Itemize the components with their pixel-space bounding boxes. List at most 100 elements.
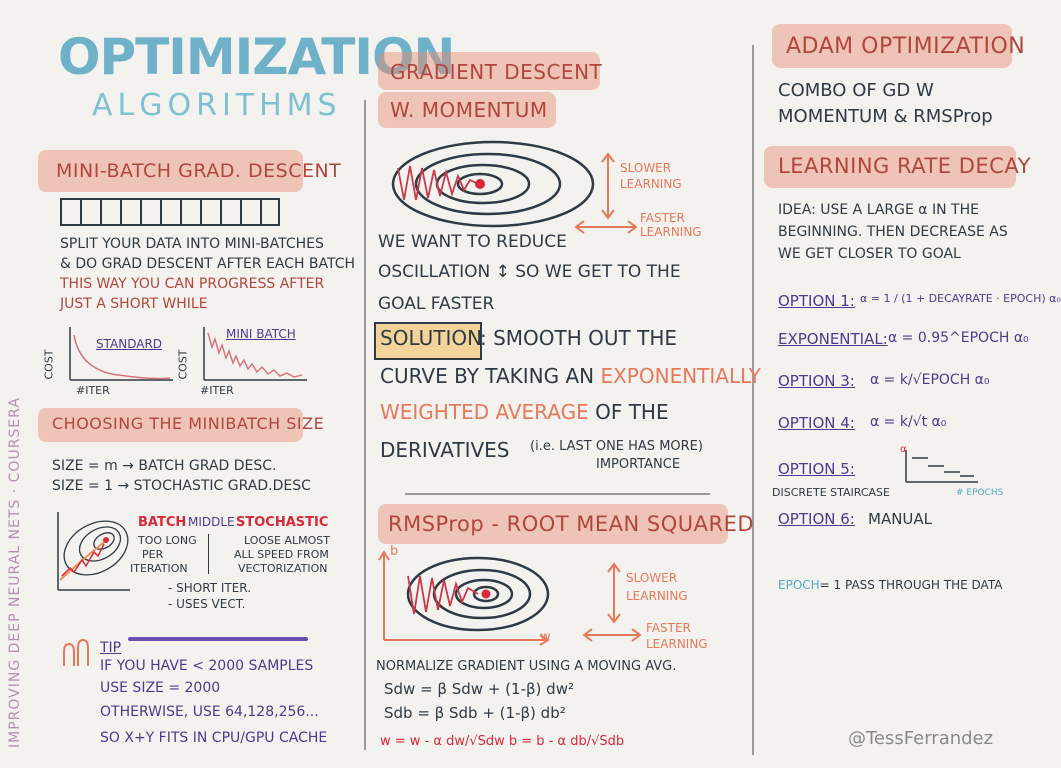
rmsprop-eq-3: w = w - α dw/√Sdw b = b - α db/√Sdb	[380, 734, 625, 749]
epoch-definition: EPOCH= 1 PASS THROUGH THE DATA	[778, 578, 1002, 592]
faster-learning-1: FASTER	[640, 211, 685, 225]
axis-w-label: w	[540, 630, 551, 645]
signature: @TessFerrandez	[848, 728, 994, 749]
rmsprop-vertical-arrow-icon	[607, 562, 621, 624]
rms-slower-learning-1: SLOWER	[626, 571, 678, 585]
batch-size-contour-diagram	[57, 512, 130, 591]
solution-line-2: CURVE BY TAKING AN EXPONENTIALLY	[380, 366, 761, 387]
momentum-line-2: OSCILLATION ↕ SO WE GET TO THE	[378, 262, 681, 282]
option-exp-label: EXPONENTIAL:	[778, 330, 888, 348]
middle-note-1: - SHORT ITER.	[168, 581, 252, 595]
batch-note-3: ITERATION	[130, 562, 188, 575]
batch-note-1: TOO LONG	[138, 534, 197, 547]
minibatch-cost-plot	[203, 327, 307, 381]
rmsprop-horizontal-arrow-icon	[582, 628, 642, 642]
option-3-label: OPTION 3:	[778, 372, 855, 390]
label-middle: MIDDLE	[188, 515, 235, 529]
decay-idea-3: WE GET CLOSER TO GOAL	[778, 246, 961, 262]
lightbulb-icon	[63, 638, 89, 666]
rmsprop-heading: RMSProp - ROOT MEAN SQUARED	[388, 512, 755, 536]
momentum-heading-2: W. MOMENTUM	[390, 98, 548, 122]
solution-line-3b: OF THE	[588, 400, 669, 424]
standard-plot-xlabel: #ITER	[76, 384, 110, 397]
minibatch-red-line-2: JUST A SHORT WHILE	[60, 296, 208, 312]
decay-idea-2: BEGINNING. THEN DECREASE AS	[778, 224, 1008, 240]
adam-line-2: MOMENTUM & RMSProp	[778, 106, 993, 127]
label-batch: BATCH	[138, 515, 187, 530]
standard-cost-plot	[69, 327, 173, 381]
rmsprop-contour-plot	[378, 550, 550, 646]
minibatch-plot-xlabel: #ITER	[200, 384, 234, 397]
slower-learning-2: LEARNING	[620, 177, 682, 191]
minibatch-heading: MINI-BATCH GRAD. DESCENT	[56, 160, 342, 182]
horizontal-arrow-icon	[574, 220, 638, 234]
rmsprop-eq-1: Sdw = β Sdw + (1-β) dw²	[384, 680, 574, 698]
rmsprop-normalize: NORMALIZE GRADIENT USING A MOVING AVG.	[376, 659, 677, 674]
column-divider-right	[752, 45, 754, 755]
option-4-formula: α = k/√t α₀	[870, 414, 947, 430]
tip-underline	[128, 637, 308, 641]
tip-line-1: IF YOU HAVE < 2000 SAMPLES	[100, 658, 314, 674]
option-1-formula: α = 1 / (1 + DECAYRATE · EPOCH) α₀	[860, 292, 1061, 305]
adam-line-1: COMBO OF GD W	[778, 80, 934, 101]
solution-line-3a: WEIGHTED AVERAGE	[380, 400, 589, 424]
decay-idea-1: IDEA: USE A LARGE α IN THE	[778, 202, 979, 218]
rms-faster-learning-1: FASTER	[646, 621, 691, 635]
side-caption: IMPROVING DEEP NEURAL NETS · COURSERA	[7, 397, 23, 748]
decay-heading: LEARNING RATE DECAY	[778, 154, 1031, 178]
momentum-line-3: GOAL FASTER	[378, 294, 495, 314]
solution-text: : SMOOTH OUT THE	[480, 326, 677, 350]
choosing-line-1: SIZE = m → BATCH GRAD DESC.	[52, 458, 277, 474]
staircase-ylabel: α	[900, 444, 907, 455]
page-title: OPTIMIZATION	[58, 28, 455, 86]
option-exp-formula: α = 0.95^EPOCH α₀	[888, 330, 1029, 346]
solution-note-2: IMPORTANCE	[596, 457, 681, 472]
solution-line-4: DERIVATIVES	[380, 438, 510, 462]
solution-note-1: (i.e. LAST ONE HAS MORE)	[530, 439, 703, 454]
option-5-formula: DISCRETE STAIRCASE	[772, 486, 890, 499]
label-stochastic: STOCHASTIC	[236, 515, 329, 530]
solution-line-3: WEIGHTED AVERAGE OF THE	[380, 402, 669, 423]
option-1-label: OPTION 1:	[778, 292, 855, 310]
stochastic-note-2: ALL SPEED FROM	[234, 548, 329, 561]
rms-faster-learning-2: LEARNING	[646, 637, 708, 651]
faster-learning-2: LEARNING	[640, 225, 702, 239]
epoch-def-text: = 1 PASS THROUGH THE DATA	[819, 578, 1003, 592]
choosing-heading: CHOOSING THE MINIBATCH SIZE	[52, 414, 325, 433]
vertical-arrow-icon	[601, 152, 615, 220]
minibatch-line-1: SPLIT YOUR DATA INTO MINI-BATCHES	[60, 236, 324, 252]
minibatch-plot-label: MINI BATCH	[226, 327, 296, 341]
column-divider-left	[364, 100, 366, 750]
momentum-line-1: WE WANT TO REDUCE	[378, 232, 567, 252]
staircase-chart	[905, 450, 978, 483]
momentum-contour-plot	[391, 140, 595, 228]
rms-slower-learning-2: LEARNING	[626, 589, 688, 603]
option-5-label: OPTION 5:	[778, 460, 855, 478]
tip-line-3: OTHERWISE, USE 64,128,256...	[100, 704, 319, 720]
momentum-heading-1: GRADIENT DESCENT	[390, 60, 603, 84]
standard-plot-label: STANDARD	[96, 337, 163, 351]
batch-note-2: PER	[142, 548, 164, 561]
middle-note-2: - USES VECT.	[168, 597, 246, 611]
option-6-formula: MANUAL	[868, 510, 933, 528]
stochastic-note-3: VECTORIZATION	[238, 562, 328, 575]
tip-line-2: USE SIZE = 2000	[100, 680, 221, 696]
axis-b-label: b	[390, 544, 399, 559]
solution-box	[374, 322, 482, 360]
minibatch-red-line-1: THIS WAY YOU CAN PROGRESS AFTER	[60, 276, 325, 292]
rmsprop-eq-2: Sdb = β Sdb + (1-β) db²	[384, 704, 566, 722]
slower-learning-1: SLOWER	[620, 161, 672, 175]
minibatch-boxes	[60, 198, 280, 226]
tip-label: TIP	[100, 640, 122, 656]
solution-label: SOLUTION	[380, 326, 483, 350]
epoch-word: EPOCH	[778, 578, 820, 592]
solution-line-2a: CURVE BY TAKING AN	[380, 364, 601, 388]
minibatch-line-2: & DO GRAD DESCENT AFTER EACH BATCH	[60, 256, 356, 272]
minibatch-plot-ylabel: COST	[176, 349, 190, 380]
staircase-xlabel: # EPOCHS	[956, 488, 1004, 498]
standard-plot-ylabel: COST	[42, 349, 56, 380]
option-4-label: OPTION 4:	[778, 414, 855, 432]
option-3-formula: α = k/√EPOCH α₀	[870, 372, 990, 388]
page-subtitle: ALGORITHMS	[92, 88, 342, 123]
option-6-label: OPTION 6:	[778, 510, 855, 528]
